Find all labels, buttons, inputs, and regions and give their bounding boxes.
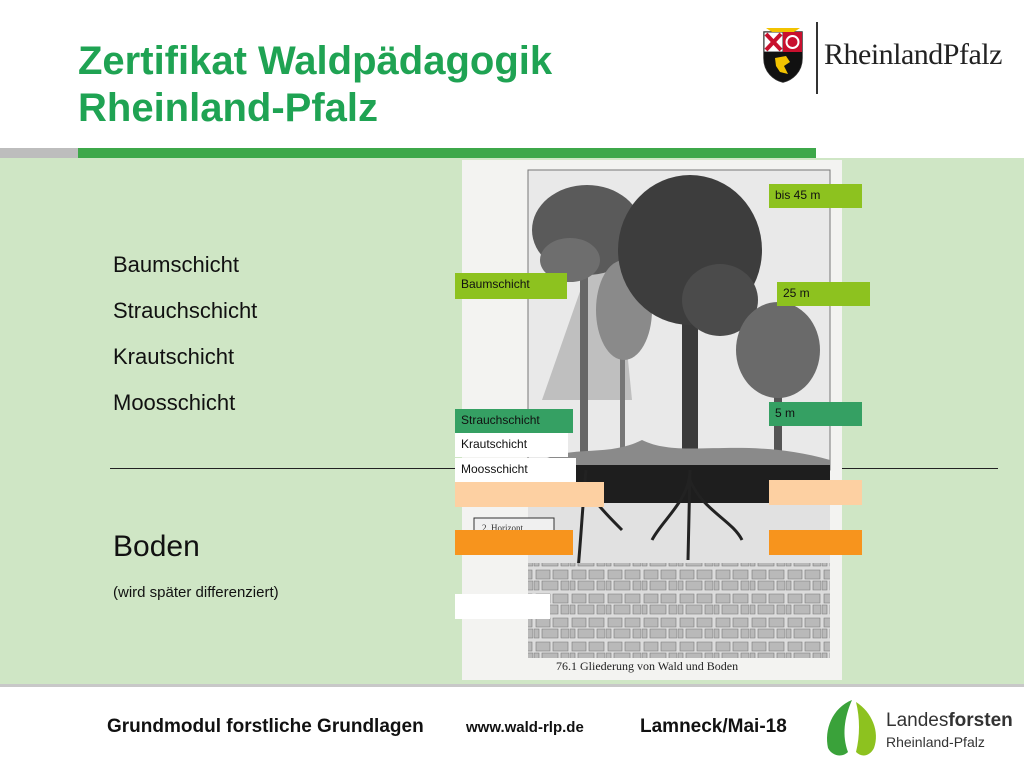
title-line-2: Rheinland-Pfalz <box>78 86 379 130</box>
boden-heading: Boden <box>113 530 200 563</box>
height-label-25m: 25 m <box>777 282 870 306</box>
logo-divider <box>816 22 818 94</box>
figure-caption: 76.1 Gliederung von Wald und Boden <box>556 659 738 673</box>
figure-label-moosschicht: Moosschicht <box>455 458 576 482</box>
list-item: Strauchschicht <box>113 298 258 323</box>
soil-bar-left-orange <box>455 530 573 555</box>
header-bar-grey <box>0 148 78 158</box>
list-item: Krautschicht <box>113 344 235 369</box>
soil-bar-right-orange <box>769 530 862 555</box>
page-title: Zertifikat Waldpädagogik Rheinland-Pfalz <box>78 38 552 132</box>
footer-divider <box>0 684 1024 687</box>
landesforsten-logo: Landesforsten Rheinland-Pfalz <box>822 696 1022 760</box>
coat-of-arms-icon <box>763 28 803 83</box>
layer-list: Baumschicht Strauchschicht Krautschicht … <box>113 248 257 432</box>
footer-url[interactable]: www.wald-rlp.de <box>466 719 584 736</box>
logo-line-1-b: forsten <box>948 710 1013 731</box>
height-label-45m: bis 45 m <box>769 184 862 208</box>
header-bar-green <box>78 148 816 158</box>
list-item: Moosschicht <box>113 390 236 415</box>
landesforsten-leaf-icon <box>827 700 876 756</box>
footer-author-date: Lamneck/Mai-18 <box>640 716 787 737</box>
list-item: Baumschicht <box>113 252 239 277</box>
height-label-5m: 5 m <box>769 402 862 426</box>
logo-wordmark: RheinlandPfalz <box>824 38 1002 71</box>
soil-bar-white <box>455 594 550 619</box>
logo-line-1-a: Landes <box>886 710 949 731</box>
figure-label-baumschicht: Baumschicht <box>455 273 567 299</box>
figure-label-krautschicht: Krautschicht <box>455 433 568 457</box>
boden-note: (wird später differenziert) <box>113 584 279 601</box>
forest-illustration: 2. Horizont 76.1 Gliederung von Wald und… <box>473 169 831 673</box>
footer-module: Grundmodul forstliche Grundlagen <box>107 716 424 737</box>
title-line-1: Zertifikat Waldpädagogik <box>78 39 553 83</box>
horizon-label: 2. Horizont <box>482 523 523 533</box>
logo-line-2: Rheinland-Pfalz <box>886 734 985 750</box>
rheinland-pfalz-logo: RheinlandPfalz <box>760 22 1010 94</box>
logo-line-1: Landesforsten <box>886 710 1013 732</box>
figure-label-strauchschicht: Strauchschicht <box>455 409 573 433</box>
soil-bar-left-light <box>455 482 604 507</box>
soil-bar-right-light <box>769 480 862 505</box>
